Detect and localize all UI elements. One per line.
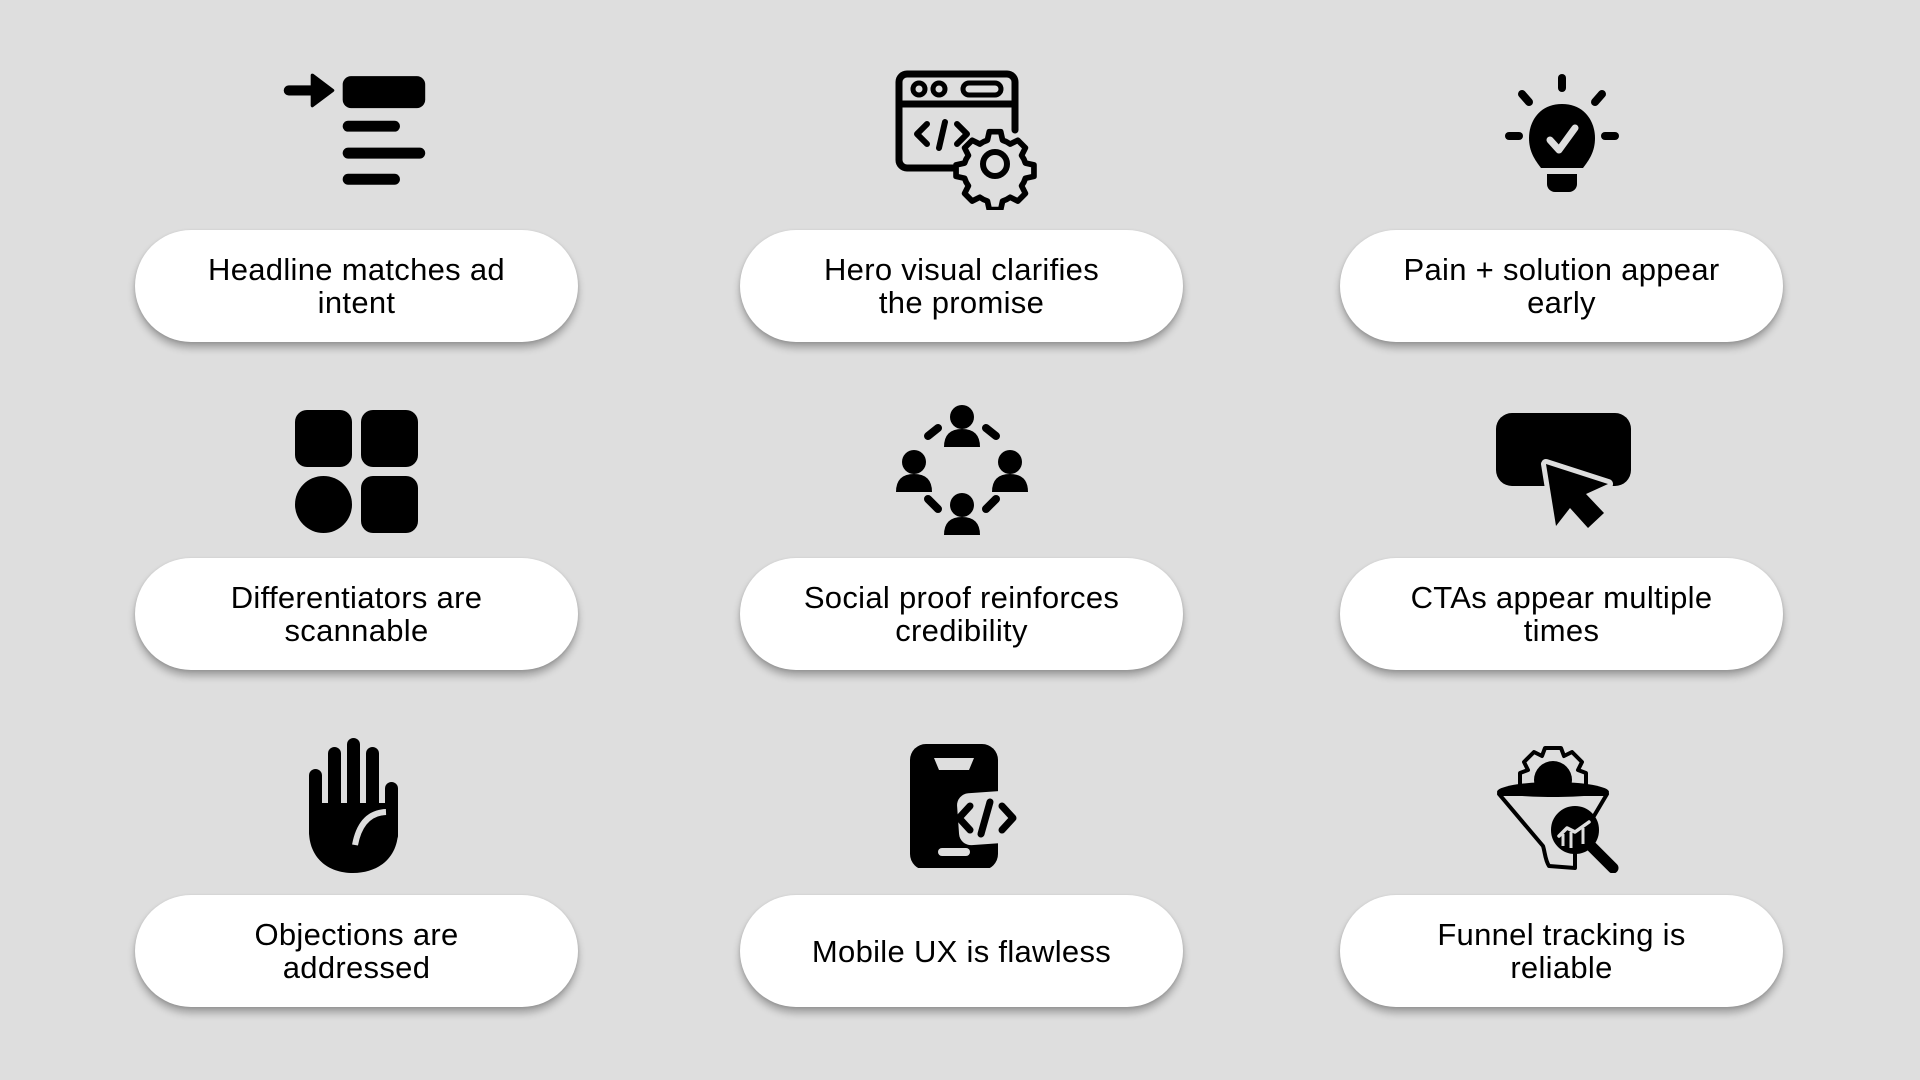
- mobile-code-icon: [882, 728, 1042, 878]
- checklist-label: Mobile UX is flawless: [811, 933, 1112, 969]
- funnel-analytics-icon: [1482, 730, 1642, 880]
- checklist-label: Differentiators are scannable: [230, 580, 483, 648]
- checklist-label: Social proof reinforces credibility: [803, 580, 1120, 648]
- checklist-pill: Funnel tracking is reliable: [1340, 895, 1783, 1007]
- checklist-label: CTAs appear multiple times: [1410, 580, 1713, 648]
- browser-code-gear-icon: [882, 60, 1042, 210]
- checklist-pill: Headline matches ad intent: [135, 230, 578, 342]
- checklist-label: Funnel tracking is reliable: [1437, 917, 1686, 985]
- checklist-label: Headline matches ad intent: [208, 252, 505, 320]
- checklist-pill: Hero visual clarifies the promise: [740, 230, 1183, 342]
- checklist-label: Objections are addressed: [254, 917, 459, 985]
- checklist-pill: Differentiators are scannable: [135, 558, 578, 670]
- checklist-pill: Objections are addressed: [135, 895, 578, 1007]
- raised-hand-icon: [277, 732, 437, 882]
- checklist-pill: Pain + solution appear early: [1340, 230, 1783, 342]
- checklist-label: Hero visual clarifies the promise: [823, 252, 1100, 320]
- shapes-grid-icon: [277, 397, 437, 547]
- checklist-pill: CTAs appear multiple times: [1340, 558, 1783, 670]
- button-cursor-icon: [1482, 395, 1642, 545]
- checklist-pill: Social proof reinforces credibility: [740, 558, 1183, 670]
- community-circle-icon: [882, 392, 1042, 542]
- checklist-label: Pain + solution appear early: [1403, 252, 1720, 320]
- lightbulb-check-icon: [1482, 62, 1642, 212]
- headline-arrow-icon: [277, 55, 437, 205]
- checklist-pill: Mobile UX is flawless: [740, 895, 1183, 1007]
